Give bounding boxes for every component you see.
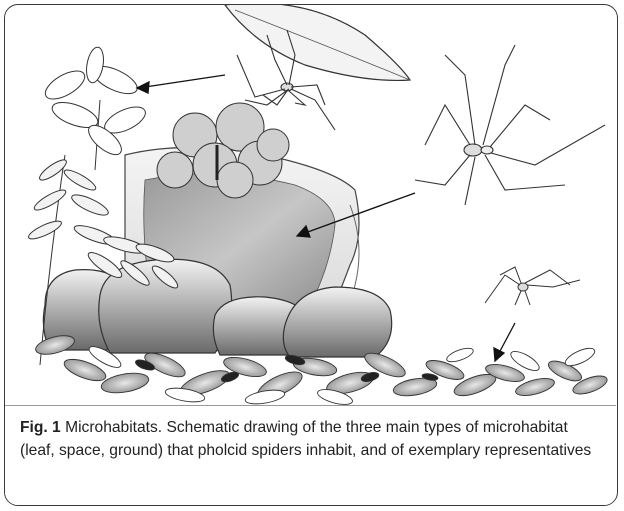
figure-caption-text: Microhabitats. Schematic drawing of the … [20, 419, 591, 459]
spider-space-dweller [415, 45, 605, 205]
figure-caption: Fig. 1 Microhabitats. Schematic drawing … [20, 417, 605, 462]
microhabitat-illustration [5, 5, 616, 405]
spider-ground-dweller [485, 267, 580, 305]
top-leaf [225, 5, 410, 80]
figure-frame: Fig. 1 Microhabitats. Schematic drawing … [4, 4, 618, 506]
caption-divider [5, 405, 616, 406]
figure-label: Fig. 1 [20, 419, 61, 436]
